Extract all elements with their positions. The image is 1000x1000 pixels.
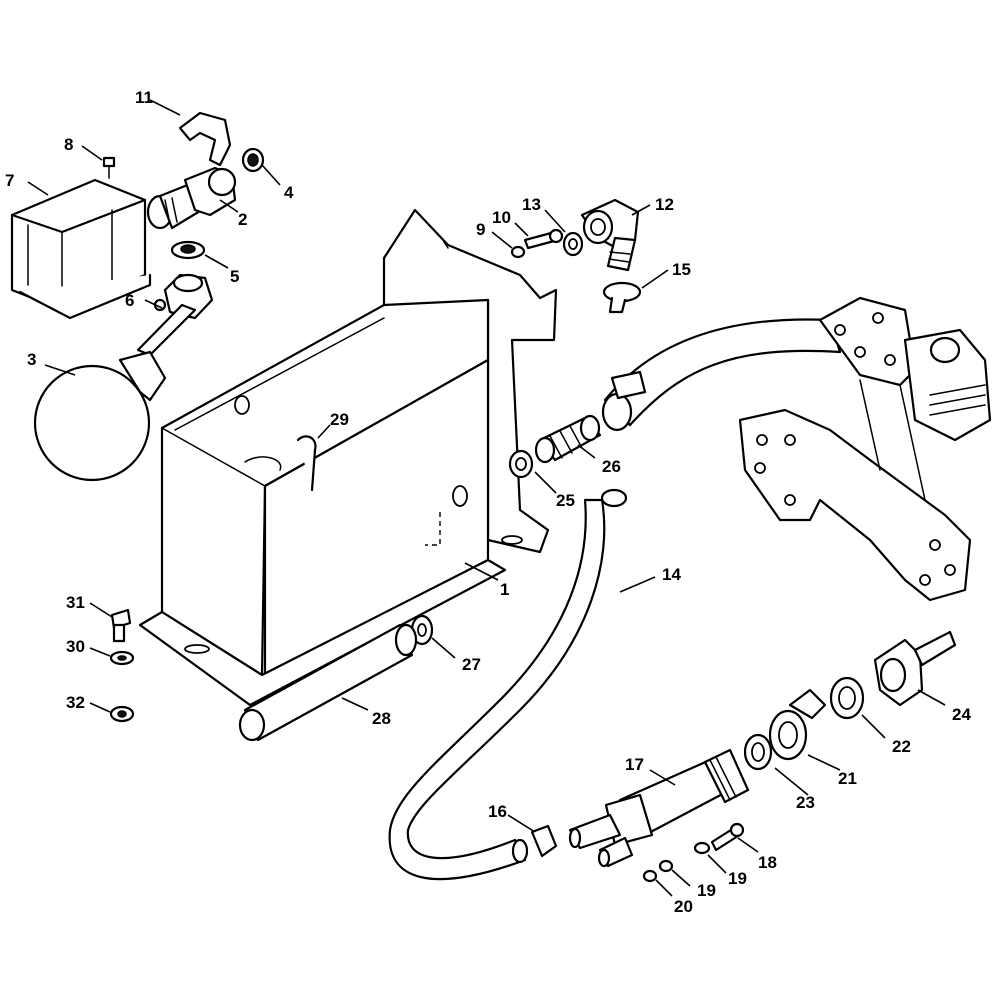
part-23-washer <box>743 733 773 771</box>
part-6-float-arm <box>118 273 214 402</box>
callout-27: 27 <box>462 655 481 674</box>
part-19-washer-b <box>658 859 674 873</box>
callout-9: 9 <box>476 220 485 239</box>
callout-6: 6 <box>125 291 134 310</box>
callout-20: 20 <box>674 897 693 916</box>
callout-10: 10 <box>492 208 511 227</box>
part-21-coupling <box>768 688 827 761</box>
part-19-washer-a <box>693 841 711 855</box>
callout-22: 22 <box>892 737 911 756</box>
callout-5: 5 <box>230 267 239 286</box>
callout-labels: 1 2 3 4 5 6 7 8 9 10 11 12 13 14 15 16 1… <box>5 88 971 916</box>
part-24-hose-connector <box>873 630 957 707</box>
callout-31: 31 <box>66 593 85 612</box>
part-22-ring <box>829 676 865 720</box>
callout-24: 24 <box>952 705 971 724</box>
part-29-clip <box>296 435 317 492</box>
part-2-valve-body <box>146 166 237 230</box>
callout-12: 12 <box>655 195 674 214</box>
callout-26: 26 <box>602 457 621 476</box>
callout-28: 28 <box>372 709 391 728</box>
callout-11: 11 <box>135 88 153 107</box>
callout-1: 1 <box>500 580 509 599</box>
part-20-nut <box>642 869 658 883</box>
pump-housing <box>738 296 992 602</box>
callout-16: 16 <box>488 802 507 821</box>
part-8-screw <box>102 156 116 179</box>
callout-25: 25 <box>556 491 575 510</box>
part-30-washer <box>109 650 135 666</box>
part-14-long-hose <box>388 488 628 881</box>
callout-7: 7 <box>5 171 14 190</box>
part-18-bolt <box>710 822 745 852</box>
part-31-bolt <box>110 608 132 643</box>
part-13-washer <box>562 231 584 257</box>
part-3-float-ball <box>33 364 151 482</box>
callout-8: 8 <box>64 135 73 154</box>
part-28-short-hose <box>238 623 418 742</box>
callout-19a: 19 <box>728 869 747 888</box>
callout-30: 30 <box>66 637 85 656</box>
part-7-cover <box>10 178 152 320</box>
part-11-bracket <box>178 111 232 167</box>
part-9-lockwasher <box>510 245 526 259</box>
part-26-nipple <box>534 414 602 464</box>
callout-4: 4 <box>284 183 294 202</box>
callout-13: 13 <box>522 195 541 214</box>
part-17-inlet-fitting <box>568 748 750 868</box>
part-16-clamp <box>530 824 558 858</box>
callout-23: 23 <box>796 793 815 812</box>
callout-32: 32 <box>66 693 85 712</box>
callout-19b: 19 <box>697 881 716 900</box>
upper-hose <box>601 318 842 432</box>
part-25-washer <box>508 449 534 479</box>
part-4-fitting <box>241 147 265 173</box>
part-10-screw <box>523 228 564 250</box>
callout-3: 3 <box>27 350 36 369</box>
callout-14: 14 <box>662 565 681 584</box>
leader-lines <box>27 99 946 897</box>
part-15-hose-clamp <box>602 281 642 314</box>
part-5-washer <box>170 240 206 260</box>
callout-18: 18 <box>758 853 777 872</box>
callout-21: 21 <box>838 769 857 788</box>
callout-15: 15 <box>672 260 691 279</box>
callout-2: 2 <box>238 210 247 229</box>
callout-17: 17 <box>625 755 644 774</box>
part-32-nut <box>109 705 135 723</box>
callout-29: 29 <box>330 410 349 429</box>
part-12-elbow <box>580 198 640 272</box>
